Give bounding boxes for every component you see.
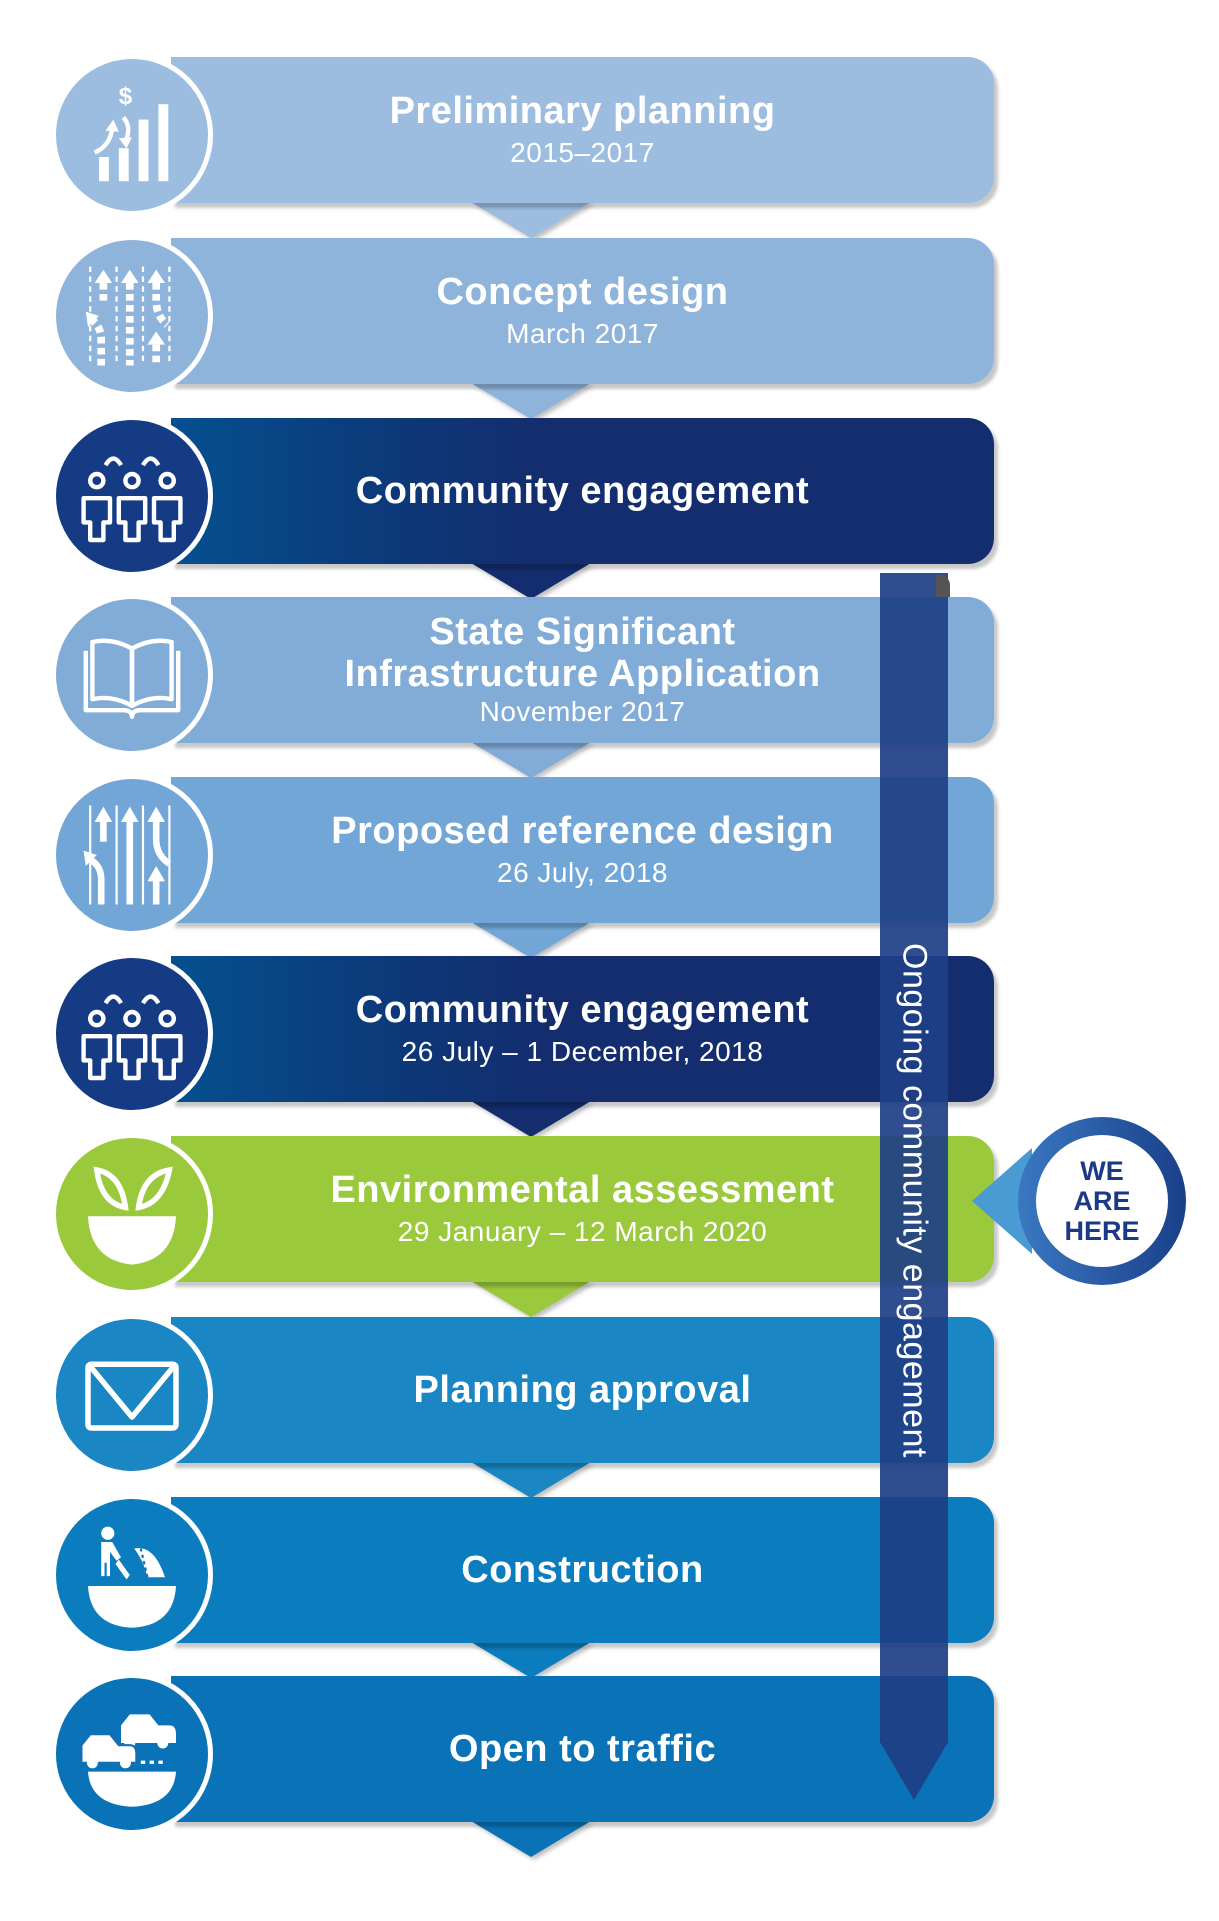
step-icon-badge (51, 1494, 213, 1656)
timeline-step: Planning approval (51, 1314, 1011, 1498)
step-icon-badge: $ (51, 54, 213, 216)
step-title: Concept design (436, 271, 729, 313)
step-date: 2015–2017 (510, 137, 655, 168)
envelope-icon (77, 1340, 187, 1450)
step-arrow (471, 1821, 591, 1857)
step-date: March 2017 (506, 318, 659, 349)
step-title-line: State Significant (429, 611, 736, 653)
cars-icon (77, 1699, 187, 1809)
step-icon-badge (51, 415, 213, 577)
step-text: Environmental assessment 29 January – 12 … (171, 1136, 994, 1282)
step-card (171, 1497, 994, 1643)
step-arrow (471, 383, 591, 419)
step-card (171, 1136, 994, 1282)
step-date: November 2017 (479, 696, 686, 727)
road-lanes-icon (77, 800, 187, 910)
step-title: Construction (461, 1549, 704, 1591)
we-are-here-marker: WE ARE HERE (1018, 1117, 1186, 1285)
step-icon-badge (51, 953, 213, 1115)
ribbon-curl (936, 575, 950, 597)
step-card (171, 597, 994, 743)
timeline-step: Community engagement 26 July – 1 December… (51, 953, 1011, 1137)
timeline-step: Open to traffic (51, 1673, 1011, 1857)
timeline-step: Community engagement (51, 415, 1011, 599)
step-date: 26 July – 1 December, 2018 (401, 1036, 764, 1067)
step-title: Environmental assessment (330, 1169, 835, 1211)
step-text: Preliminary planning 2015–2017 (171, 57, 994, 203)
step-arrow (471, 1281, 591, 1317)
timeline-step: Construction (51, 1494, 1011, 1678)
step-card (171, 238, 994, 384)
road-lanes-dashed-icon (77, 261, 187, 371)
step-title: Community engagement (355, 470, 810, 512)
step-card (171, 1317, 994, 1463)
marker-line: WE (1080, 1156, 1124, 1186)
step-text: Planning approval (171, 1317, 994, 1463)
step-arrow (471, 1642, 591, 1678)
marker-line: ARE (1073, 1186, 1131, 1216)
step-arrow (471, 202, 591, 238)
marker-line: HERE (1064, 1216, 1140, 1246)
timeline-step: Preliminary planning 2015–2017 $ (51, 54, 1011, 238)
step-text: Community engagement 26 July – 1 December… (171, 956, 994, 1102)
step-arrow (471, 922, 591, 958)
step-card (171, 57, 994, 203)
step-date: 26 July, 2018 (497, 857, 668, 888)
step-arrow (471, 1462, 591, 1498)
ongoing-engagement-ribbon (880, 573, 948, 1743)
step-card (171, 1676, 994, 1822)
step-icon-badge (51, 1314, 213, 1476)
step-card (171, 956, 994, 1102)
finance-growth-icon: $ (77, 80, 187, 190)
ribbon-arrow-tip (880, 1742, 948, 1800)
step-title: Planning approval (413, 1369, 752, 1411)
svg-text:$: $ (119, 83, 133, 110)
people-group-icon (77, 441, 187, 551)
plant-bowl-icon (77, 1159, 187, 1269)
timeline-step: Proposed reference design 26 July, 2018 (51, 774, 1011, 958)
step-text: Open to traffic (171, 1676, 994, 1822)
ongoing-engagement-label-wrap: Ongoing community engagement (880, 870, 948, 1530)
step-text: Construction (171, 1497, 994, 1643)
step-title-line: Infrastructure Application (344, 653, 821, 695)
step-title: Open to traffic (448, 1728, 717, 1770)
step-icon-badge (51, 235, 213, 397)
open-book-icon (77, 620, 187, 730)
timeline-step: Environmental assessment 29 January – 12 … (51, 1133, 1011, 1317)
step-title: Proposed reference design (331, 810, 834, 852)
step-card (171, 418, 994, 564)
ongoing-engagement-label: Ongoing community engagement (895, 942, 934, 1458)
step-text: Proposed reference design 26 July, 2018 (171, 777, 994, 923)
we-are-here-inner: WE ARE HERE (1036, 1135, 1168, 1267)
step-icon-badge (51, 594, 213, 756)
step-icon-badge (51, 774, 213, 936)
road-worker-icon (77, 1520, 187, 1630)
step-arrow (471, 1101, 591, 1137)
step-icon-badge (51, 1673, 213, 1835)
step-icon-badge (51, 1133, 213, 1295)
step-card (171, 777, 994, 923)
step-title: Preliminary planning (389, 90, 776, 132)
step-text: Community engagement (171, 418, 994, 564)
step-arrow (471, 742, 591, 778)
step-title: Community engagement (355, 989, 810, 1031)
step-arrow (471, 563, 591, 599)
people-group-icon (77, 979, 187, 1089)
step-date: 29 January – 12 March 2020 (397, 1216, 768, 1247)
